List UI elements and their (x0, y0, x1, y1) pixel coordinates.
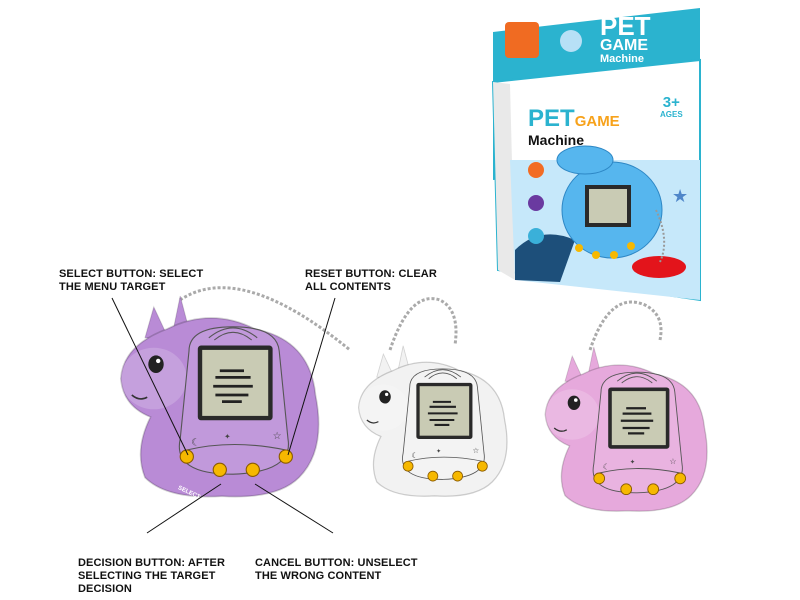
callout-decision: DECISION BUTTON: AFTER SELECTING THE TAR… (78, 557, 226, 595)
age-label: AGES (660, 110, 683, 119)
callout-reset: RESET BUTTON: CLEAR ALL CONTENTS (305, 268, 437, 293)
callout-select: SELECT BUTTON: SELECT THE MENU TARGET (59, 268, 204, 293)
front-title-machine: Machine (528, 132, 585, 148)
header-title-game: GAME (600, 37, 648, 54)
header-title-pet: PET (600, 11, 651, 41)
callout-lines (111, 297, 336, 534)
header-title-machine: Machine (600, 53, 645, 65)
toy-purple (119, 294, 321, 499)
front-title-game: GAME (574, 113, 620, 130)
toy-white (357, 344, 509, 498)
svg-text:★: ★ (672, 186, 688, 206)
package-box: ★ (491, 8, 701, 302)
cancel-label: CANCEL (242, 501, 267, 507)
package-header-title: PET GAME Machine (600, 11, 651, 65)
age-badge: 3+ AGES (660, 95, 683, 119)
package-front-title: PETGAME Machine (528, 105, 620, 147)
front-title-pet: PET (528, 105, 575, 132)
decide-label: DECIDE (210, 501, 233, 507)
toy-pink (544, 345, 709, 513)
age-number: 3+ (662, 94, 680, 111)
callout-cancel: CANCEL BUTTON: UNSELECT THE WRONG CONTEN… (255, 557, 418, 582)
